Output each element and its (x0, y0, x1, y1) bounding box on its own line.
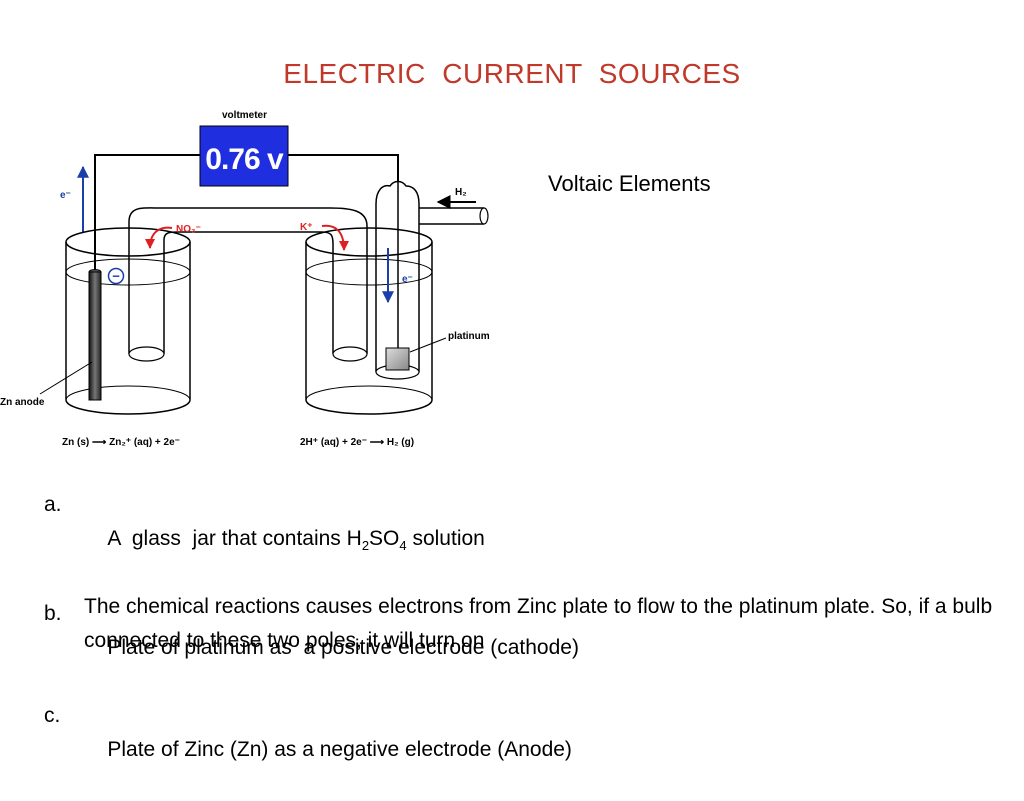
explanation-paragraph: The chemical reactions causes electrons … (84, 595, 993, 652)
voltaic-cell-diagram: voltmeter 0.76 v e⁻ NO₃⁻ K⁺ − Zn anode (0, 110, 490, 448)
list-marker: b. (44, 602, 62, 626)
hydrogen-gas-label: H₂ (455, 187, 467, 198)
potassium-ion-arrow (321, 224, 349, 251)
right-beaker (305, 227, 433, 415)
zinc-electrode (88, 271, 102, 401)
left-beaker (65, 227, 191, 415)
nitrate-ion-arrow (145, 226, 173, 249)
electron-label-left: e⁻ (60, 190, 71, 201)
list-marker: a. (44, 493, 62, 516)
voltmeter-label: voltmeter (222, 110, 267, 121)
zn-anode-label: Zn anode (0, 397, 45, 408)
external-wire (94, 154, 399, 270)
electron-label-right: e⁻ (402, 274, 413, 285)
voltmeter-reading: 0.76 v (205, 143, 284, 176)
potassium-ion-label: K⁺ (300, 222, 313, 233)
component-list: a.A glass jar that contains H2SO4 soluti… (44, 488, 579, 801)
slide-subtitle: Voltaic Elements (548, 171, 711, 196)
salt-bridge (128, 207, 368, 362)
list-marker: c. (44, 704, 61, 728)
platinum-label: platinum (448, 331, 490, 342)
negative-terminal-icon (107, 267, 125, 285)
voltmeter (199, 125, 289, 187)
nitrate-ion-label: NO₃⁻ (176, 224, 201, 235)
platinum-electrode (385, 347, 410, 371)
cathode-reaction: 2H⁺ (aq) + 2e⁻ ⟶ H₂ (g) (300, 437, 414, 448)
list-item-c: c.Plate of Zinc (Zn) as a negative elect… (44, 699, 579, 801)
anode-reaction: Zn (s) ⟶ Zn₂⁺ (aq) + 2e⁻ (62, 437, 180, 448)
list-item-b: b.Plate of platinum as a positive electr… (44, 597, 579, 699)
list-item-a: a.A glass jar that contains H2SO4 soluti… (44, 488, 579, 597)
slide-title: ELECTRIC CURRENT SOURCES (283, 58, 741, 89)
negative-sign: − (112, 269, 120, 284)
